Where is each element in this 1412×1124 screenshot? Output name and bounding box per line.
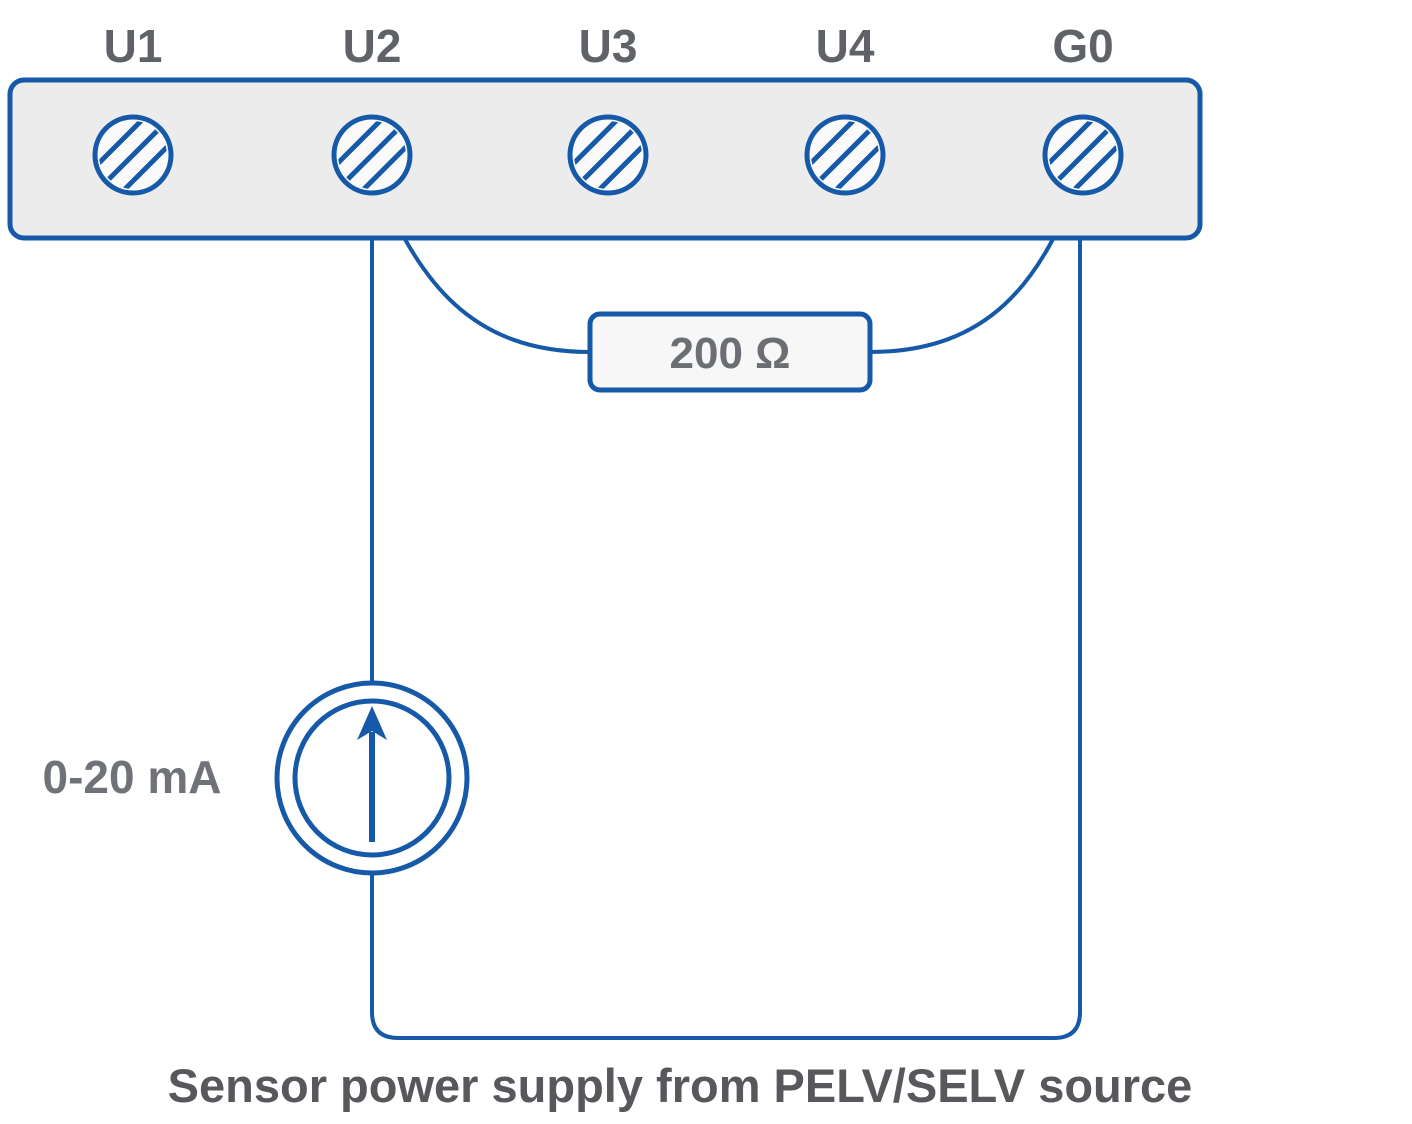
- terminal-label-g0: G0: [1052, 20, 1113, 72]
- resistor: 200 Ω: [587, 311, 873, 393]
- terminal-label-u4: U4: [816, 20, 875, 72]
- resistor-body: [587, 311, 873, 393]
- terminal-label-u2: U2: [343, 20, 402, 72]
- current-source: [274, 680, 470, 876]
- wire-source-to-g0: [370, 190, 1082, 1040]
- terminal-labels: U1 U2 U3 U4 G0: [104, 20, 1114, 72]
- terminal-block: [7, 77, 1203, 241]
- resistor-value-label: 200 Ω: [670, 329, 791, 378]
- current-range-label: 0-20 mA: [43, 751, 222, 803]
- terminal-label-u1: U1: [104, 20, 163, 72]
- current-arrow-head-icon: [357, 706, 387, 740]
- terminal-label-u3: U3: [579, 20, 638, 72]
- diagram-caption: Sensor power supply from PELV/SELV sourc…: [168, 1059, 1193, 1112]
